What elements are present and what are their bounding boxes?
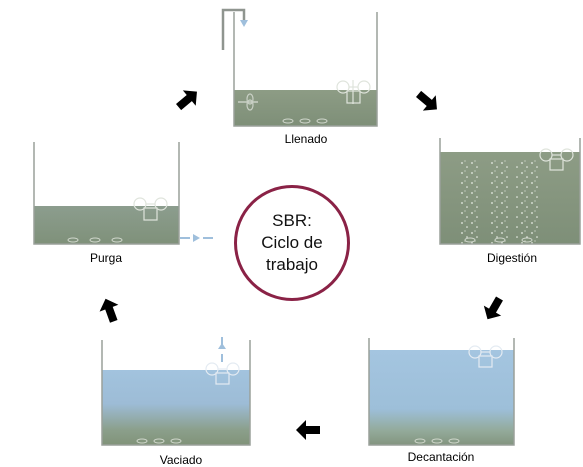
cycle-arrow-icon [176,90,197,111]
outflow-arrow-icon [180,234,213,242]
center-title-circle: SBR: Ciclo de trabajo [234,185,350,301]
outflow-arrow-icon [218,337,226,362]
aerator-icon [468,345,503,368]
tank-digestion [439,138,581,245]
diffuser-icon [464,237,533,243]
label-purga: Purga [90,251,122,265]
tank-decantacion [368,338,515,446]
cycle-arrow-icon [99,298,119,323]
tank-llenado [221,8,378,127]
inflow-pipe-icon [221,8,248,50]
label-decantacion: Decantación [408,450,475,464]
cycle-arrow-icon [483,296,503,320]
center-title-line-3: trabajo [266,255,318,274]
center-title-line-2: Ciclo de [261,233,323,252]
aerator-icon [133,197,168,221]
cycle-arrow-icon [416,90,437,111]
aerator-icon [539,148,574,171]
diffuser-icon [414,438,460,444]
diffuser-icon [67,237,123,243]
diffuser-icon [282,118,328,124]
label-digestion: Digestión [487,251,537,265]
center-title-line-1: SBR: [272,211,312,230]
label-llenado: Llenado [285,132,328,146]
aerator-icon [336,80,371,104]
tank-purga [33,142,213,245]
aerator-icon [205,362,240,385]
tank-vaciado [101,337,251,446]
label-vaciado: Vaciado [160,453,203,467]
mixer-icon [238,93,258,111]
diffuser-icon [136,438,182,444]
cycle-arrow-icon [296,420,320,440]
